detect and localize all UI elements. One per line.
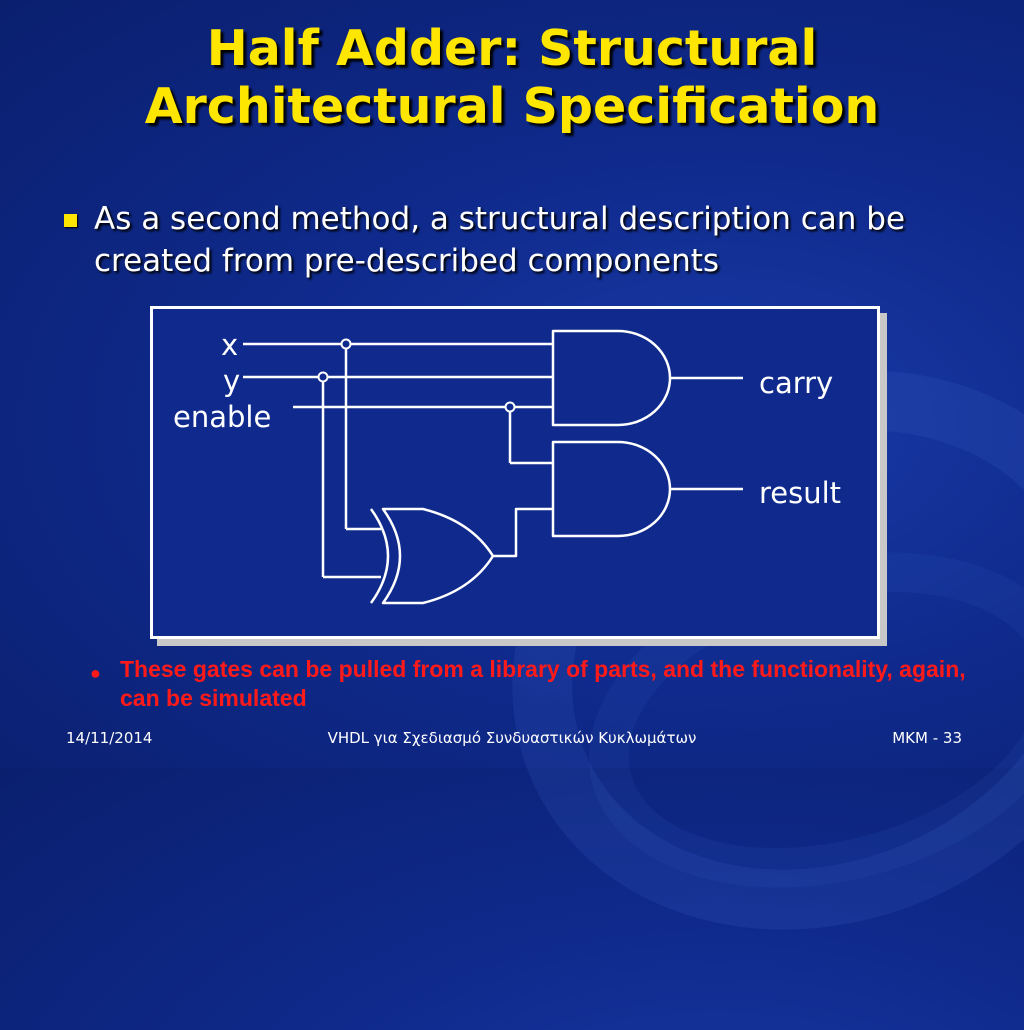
junction-enable bbox=[504, 401, 516, 413]
footer-date: 14/11/2014 bbox=[66, 729, 153, 747]
note-text: These gates can be pulled from a library… bbox=[120, 656, 966, 711]
input-label-y: y bbox=[223, 364, 241, 398]
xor-gate-back-curve bbox=[369, 508, 390, 604]
slide-title-line-2: Architectural Specification bbox=[144, 78, 880, 135]
and-gate-top bbox=[551, 329, 672, 427]
note-dot-icon: ● bbox=[90, 663, 101, 683]
junction-x bbox=[340, 338, 352, 350]
output-label-carry: carry bbox=[759, 366, 834, 400]
bullet-square-icon bbox=[64, 214, 77, 227]
main-bullet-text: As a second method, a structural descrip… bbox=[94, 201, 906, 279]
footer-course: VHDL για Σχεδιασμό Συνδυαστικών Κυκλωμάτ… bbox=[327, 729, 697, 747]
footer-page-number: MKM - 33 bbox=[892, 729, 962, 747]
slide-title-line-1: Half Adder: Structural bbox=[206, 20, 818, 77]
input-label-enable: enable bbox=[173, 400, 272, 434]
xor-gate bbox=[381, 507, 495, 605]
input-label-x: x bbox=[221, 328, 239, 362]
note-bullet: ● These gates can be pulled from a libra… bbox=[90, 655, 990, 713]
wire-xor-to-and2 bbox=[493, 507, 553, 558]
circuit-diagram-svg bbox=[243, 329, 743, 605]
circuit-diagram: x y enable carry result bbox=[150, 306, 880, 639]
main-bullet: As a second method, a structural descrip… bbox=[60, 198, 1000, 282]
output-label-result: result bbox=[759, 476, 842, 510]
slide-title: Half Adder: Structural Architectural Spe… bbox=[0, 20, 1024, 136]
and-gate-bottom bbox=[551, 440, 672, 538]
junction-y bbox=[317, 371, 329, 383]
